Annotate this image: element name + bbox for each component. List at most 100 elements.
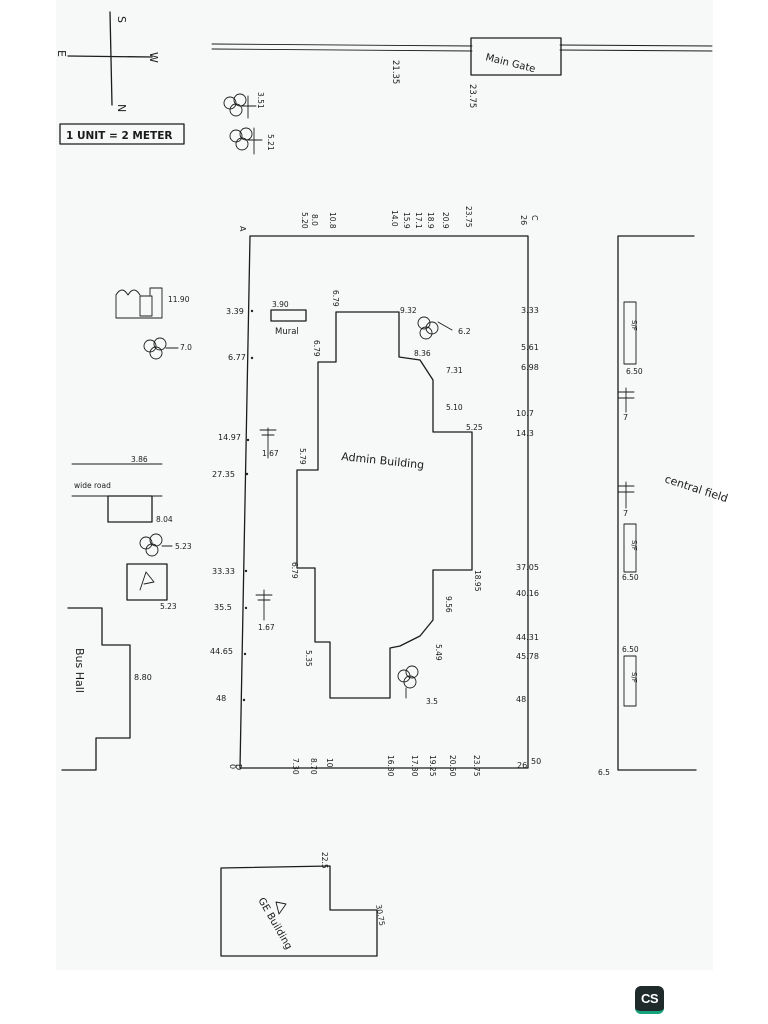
leader-dots [242,309,254,702]
bus-hall: Bus Hall 8.80 [61,607,152,771]
tree-icon [397,665,419,699]
left-dim: 33.33 [212,567,235,576]
bottom-dim: 23.75 [472,755,481,777]
right-dim: 14.3 [516,429,534,438]
corner-dim-26: 26 [519,215,528,225]
field-dim: 6.50 [622,645,639,654]
right-dim: 37.05 [516,563,539,572]
scanner-app-badge[interactable]: CS [635,986,664,1014]
bottom-dim: 10 [325,758,334,768]
pole-dim: 1.67 [258,623,275,632]
main-gate-label: Main Gate [484,52,536,75]
inner-dim: 5.79 [298,448,307,465]
corner-c: C [530,215,539,221]
inner-dim: 6.79 [312,340,321,357]
right-dim: 6.98 [521,363,539,372]
ge-dim-right: 30.75 [374,904,387,927]
flag-box: 5.23 [126,563,177,611]
admin-building-label: Admin Building [341,450,425,472]
post-label: S/F [630,672,638,683]
right-dim: 3.33 [521,306,539,315]
mural-label: Mural [275,327,299,337]
inner-dim: 6.79 [290,562,299,579]
top-dimension-labels: 5.20 8.0 10.8 14.0 15.9 17.1 18.9 20.9 2… [300,206,473,229]
left-structure-dim: 11.90 [168,295,190,304]
bus-hall-label: Bus Hall [73,648,86,693]
field-dim: 6.5 [598,768,610,777]
right-dim: 45.78 [516,652,539,661]
right-dim: 10.7 [516,409,534,418]
ge-building: GE Building 22.5 30.75 [220,852,387,957]
bottom-dim: 16.30 [386,755,395,777]
compass-n-label: N [115,104,128,112]
post-label: S/F [630,320,638,331]
bottom-dim: 19.25 [428,755,437,777]
central-field: central field S/F 6.50 7 7 S/F 6.50 6.50… [598,235,730,777]
admin-building: Admin Building 6.79 6.79 9.32 8.36 7.31 … [290,290,483,706]
inner-dim: 9.32 [400,306,417,315]
pole-icon: 1.67 [255,589,275,632]
right-dim: 48 [516,695,526,704]
left-dim: 14.97 [218,433,241,442]
top-dim: 15.9 [402,212,411,229]
tree-icon: 3.51 [223,92,265,119]
bottom-dim: 7.30 [291,758,300,775]
inner-dim: 5.49 [434,644,443,661]
top-dim: 23.75 [464,206,473,228]
top-dim: 5.20 [300,212,309,229]
inner-dim: 5.10 [446,403,463,412]
tree-icon: 5.21 [229,127,275,155]
scale-legend: 1 UNIT = 2 METER [59,123,185,145]
scale-label: 1 UNIT = 2 METER [66,130,172,142]
inner-dim: 3.5 [426,697,438,706]
top-dim: 20.9 [441,212,450,229]
compass-s-label: S [115,16,128,23]
inner-dim: 5.25 [466,423,483,432]
top-dim: 8.0 [310,214,319,226]
central-field-label: central field [663,472,729,505]
left-dim: 27.35 [212,470,235,479]
pole-label: 7 [623,413,628,422]
top-dim: 17.1 [414,212,423,229]
field-dim: 6.50 [622,573,639,582]
left-structure: 11.90 [115,287,190,319]
small-building-dim: 8.04 [156,515,173,524]
top-dim: 10.8 [328,212,337,229]
inner-dim: 5.35 [304,650,313,667]
corner-d: D [234,764,243,770]
main-gate: Main Gate 23.75 [467,37,562,108]
inner-dim: 9.56 [444,596,453,613]
right-dim: 5.61 [521,343,539,352]
inner-dim: 8.36 [414,349,431,358]
left-dim: 48 [216,694,226,703]
road-dim-left: 3.86 [131,455,148,464]
paper-sheet [56,0,713,970]
tree-dim-2: 5.21 [266,134,275,151]
gate-dim: 23.75 [467,84,477,108]
left-dim: 44.65 [210,647,233,656]
bus-hall-dim: 8.80 [134,673,152,682]
field-dim: 6.50 [626,367,643,376]
left-tree-dim: 7.0 [180,343,192,352]
bottom-dim: 17.30 [410,755,419,777]
pole-icon: 1.67 [259,427,279,459]
left-dim: 3.39 [226,307,244,316]
small-building: 8.04 [107,495,173,524]
left-dim: 6.77 [228,353,246,362]
top-dim: 18.9 [426,212,435,229]
plot-boundary: A C 26 D 0 26 50 [228,215,541,770]
tree-icon: 5.23 [139,533,192,557]
pole-dim: 1.67 [262,449,279,458]
compass-w-label: W [147,52,160,63]
bottom-dim: 20.50 [448,755,457,777]
mural-dim: 3.90 [272,300,289,309]
flag-dim: 5.23 [160,602,177,611]
bottom-dimension-labels: 7.30 8.70 10 16.30 17.30 19.25 20.50 23.… [291,755,481,777]
tree-icon: 7.0 [143,337,192,360]
corner-a: A [238,226,247,232]
bottom-dim: 8.70 [309,758,318,775]
wide-road: 3.86 wide road [71,455,163,497]
right-dim: 44.31 [516,633,539,642]
tree-icon: 6.2 [417,316,471,340]
